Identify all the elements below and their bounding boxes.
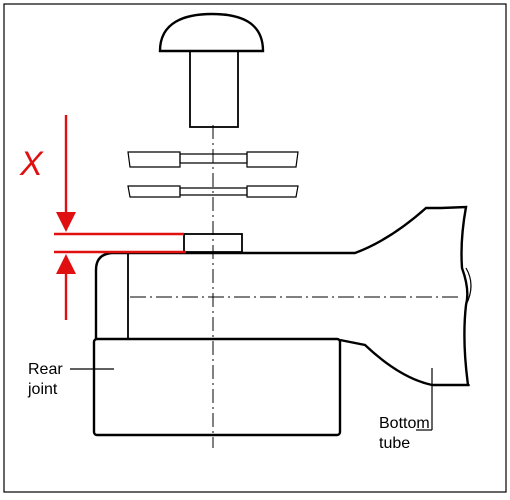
rear-joint-label-line2: joint — [27, 381, 58, 398]
rear-joint-label-line1: Rear — [28, 361, 63, 378]
bottom-tube-label-line2: tube — [379, 435, 410, 452]
lower-washer — [127, 185, 299, 198]
bottom-tube-label-line1: Bottom — [379, 415, 430, 432]
dimension-x-label: X — [19, 145, 44, 183]
bolt-head — [158, 12, 265, 53]
rear-joint-block — [92, 337, 342, 437]
dimension-x: X — [19, 115, 186, 320]
diagram-frame — [3, 3, 507, 493]
dimension-down-arrow — [56, 212, 76, 232]
rear-joint-callout: Rear joint — [27, 361, 114, 398]
dimension-up-arrow — [56, 254, 76, 274]
bolt — [158, 12, 265, 128]
bolt-shank — [189, 50, 239, 128]
upper-washer — [127, 151, 299, 168]
bottom-tube-callout: Bottom tube — [379, 368, 433, 452]
